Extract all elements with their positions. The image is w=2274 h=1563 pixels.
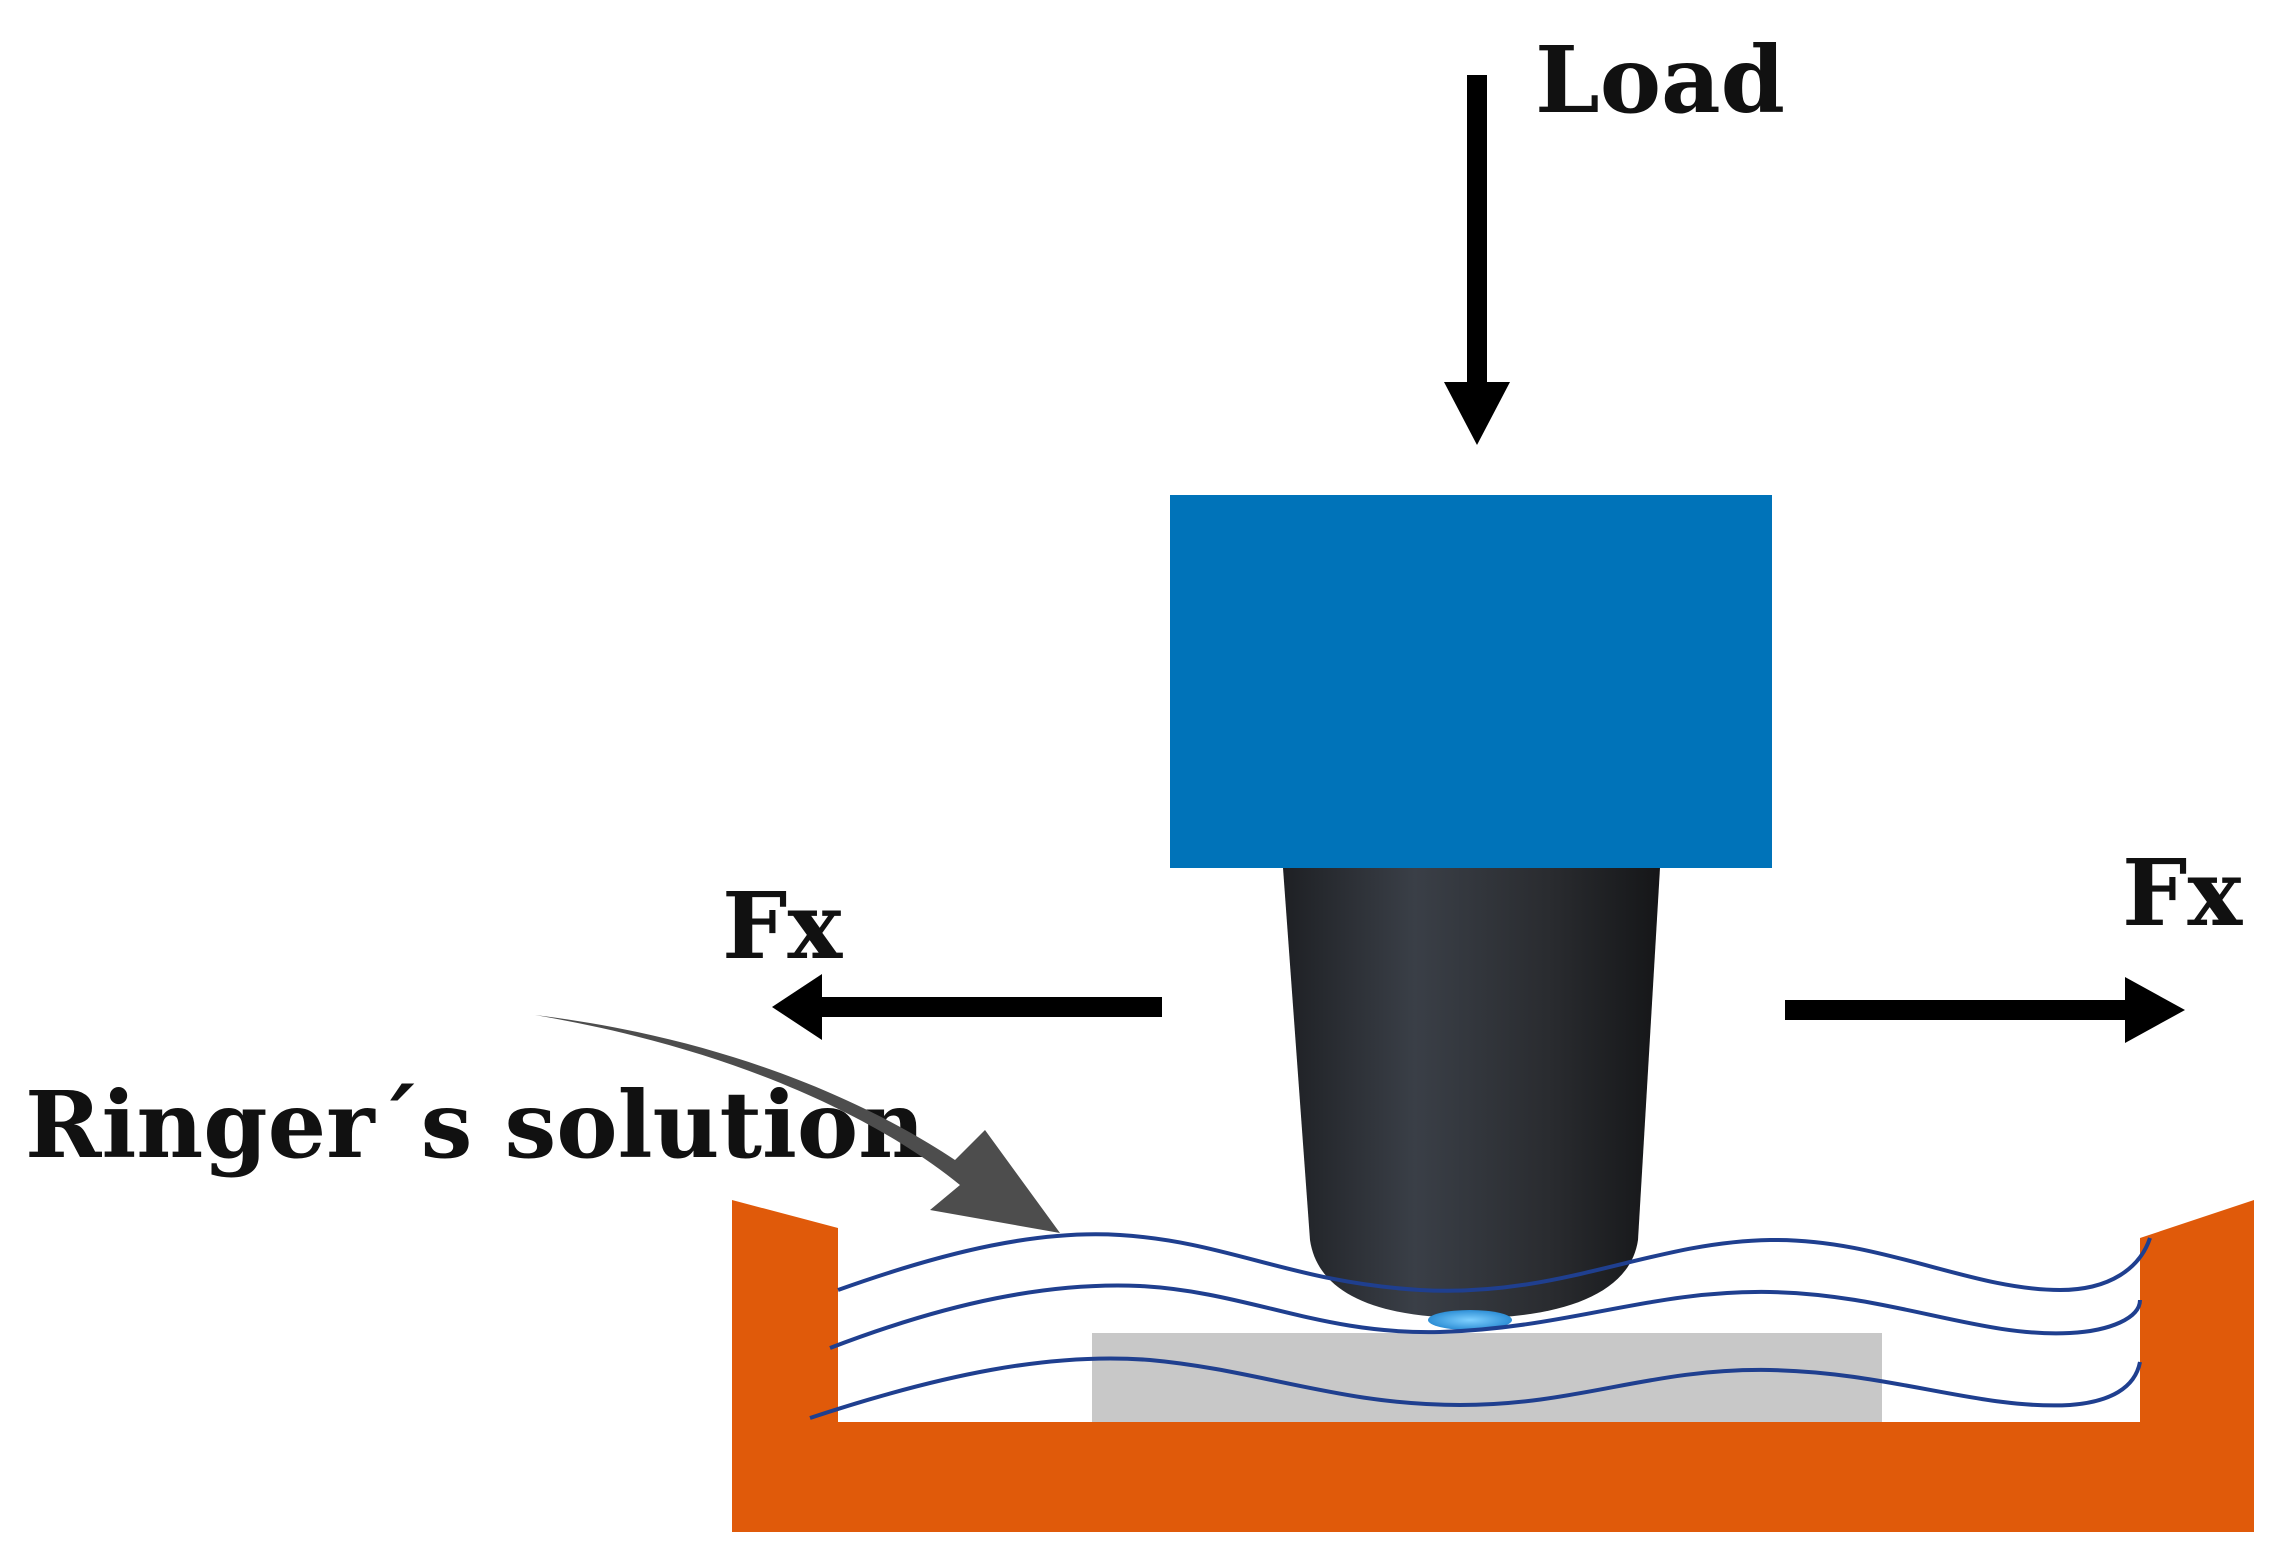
fx-left-label: Fx <box>722 872 843 980</box>
solution-label: Ringer´s solution <box>25 1071 925 1179</box>
sample-plate <box>1092 1333 1882 1422</box>
load-arrow <box>1444 75 1510 445</box>
fx-left-arrow <box>772 974 1162 1040</box>
solution-pointer-arrow <box>535 1015 1060 1233</box>
pin <box>1283 868 1660 1318</box>
load-block <box>1170 495 1772 868</box>
load-label: Load <box>1535 26 1785 134</box>
solution-lines <box>809 1232 2152 1420</box>
fx-right-label: Fx <box>2122 839 2243 947</box>
container-tray <box>732 1200 2254 1532</box>
contact-spot <box>1428 1310 1512 1330</box>
fx-right-arrow <box>1785 977 2185 1043</box>
